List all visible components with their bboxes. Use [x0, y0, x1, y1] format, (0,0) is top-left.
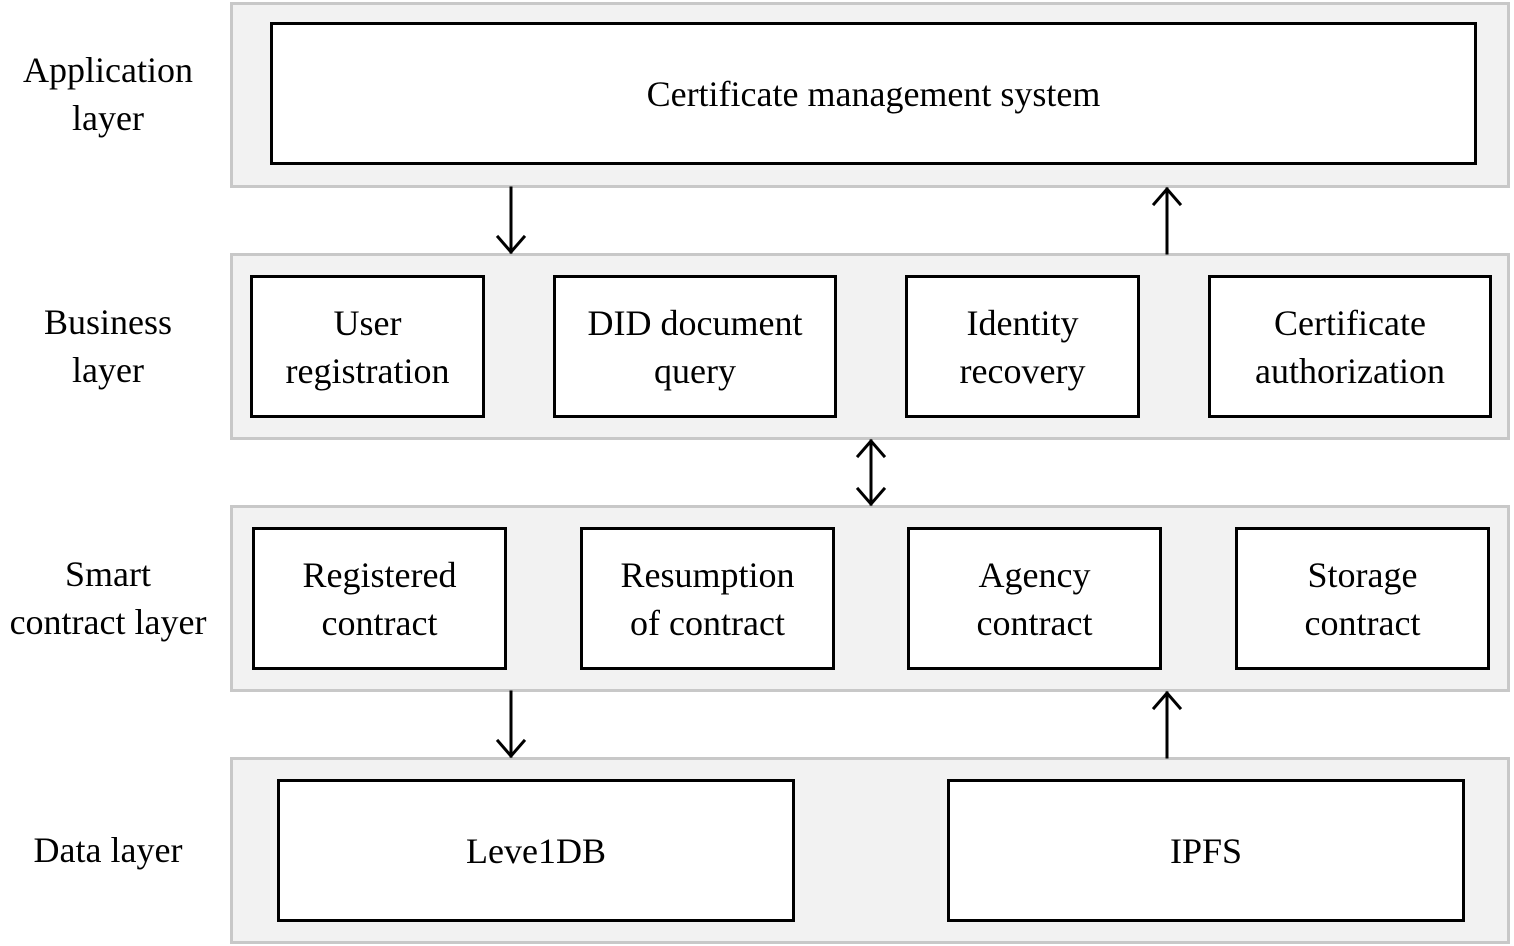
- arrow-down-contract-to-data: [495, 690, 527, 759]
- storage-contract-box: Storage contract: [1235, 527, 1490, 670]
- smart-contract-layer-label: Smart contract layer: [9, 554, 207, 642]
- agency-contract-box: Agency contract: [907, 527, 1162, 670]
- did-document-query-box: DID document query: [553, 275, 837, 418]
- arrow-down-app-to-business: [495, 186, 527, 255]
- ipfs-box: IPFS: [947, 779, 1465, 922]
- user-registration-box: User registration: [250, 275, 485, 418]
- arrow-up-business-to-app: [1151, 186, 1183, 255]
- application-layer-label: Application layer: [23, 50, 193, 138]
- certificate-authorization-box: Certificate authorization: [1208, 275, 1492, 418]
- leveldb-box: Leve1DB: [277, 779, 795, 922]
- data-layer-label: Data layer: [33, 830, 183, 870]
- certificate-management-system-box: Certificate management system: [270, 22, 1477, 165]
- registered-contract-box: Registered contract: [252, 527, 507, 670]
- arrow-bidirectional-business-smart-contract: [855, 438, 887, 507]
- business-layer-label: Business layer: [43, 302, 173, 390]
- identity-recovery-box: Identity recovery: [905, 275, 1140, 418]
- arrow-up-data-to-contract: [1151, 690, 1183, 759]
- resumption-of-contract-box: Resumption of contract: [580, 527, 835, 670]
